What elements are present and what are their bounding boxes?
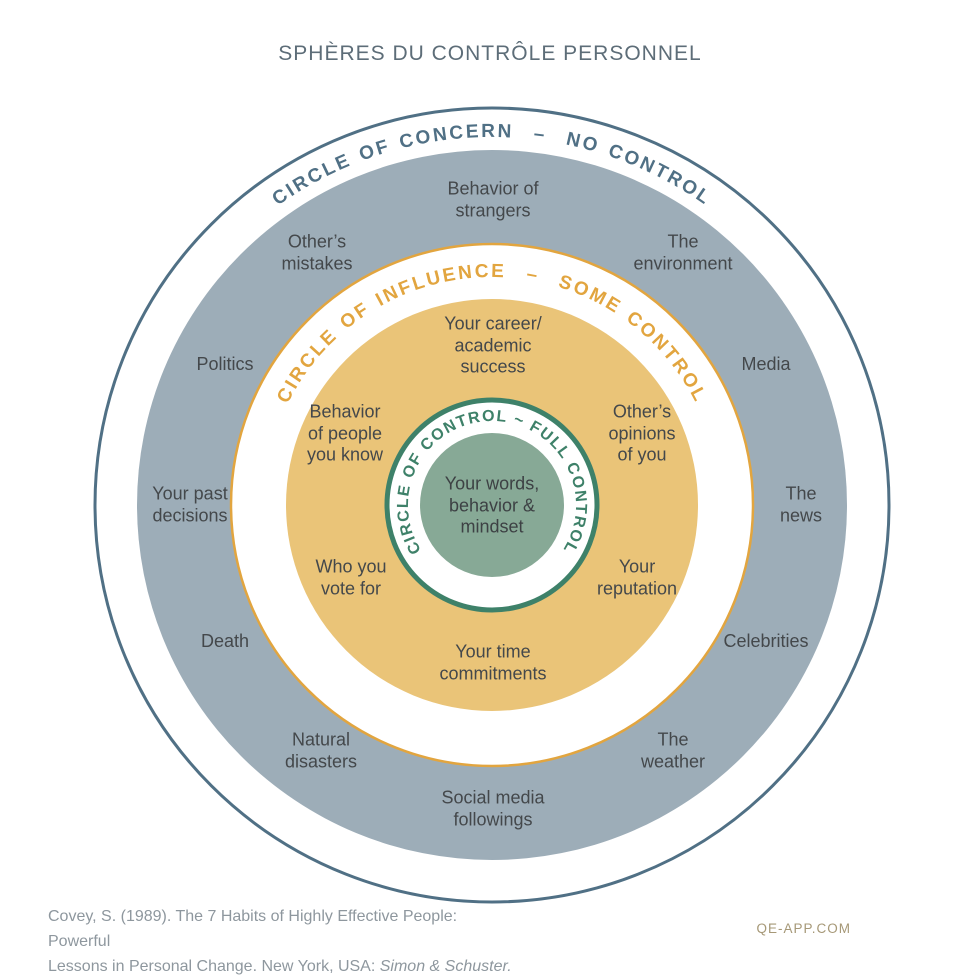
concern-item-your-past-decisions: Your past decisions	[152, 483, 228, 525]
concern-item-media: Media	[741, 354, 791, 375]
influence-item-others-opinions-of-you: Other’s opinions of you	[608, 401, 676, 465]
concern-item-social-media-followings: Social media followings	[441, 787, 545, 829]
concern-item-the-weather: The weather	[640, 729, 706, 771]
citation: Covey, S. (1989). The 7 Habits of Highly…	[48, 905, 518, 979]
influence-item-who-you-vote-for: Who you vote for	[315, 556, 387, 598]
concern-item-celebrities: Celebrities	[723, 631, 809, 652]
influence-item-your-time-commitments: Your time commitments	[439, 641, 547, 683]
control-center-label: Your words, behavior & mindset	[444, 473, 540, 537]
concern-item-others-mistakes: Other’s mistakes	[281, 231, 353, 273]
concern-item-behavior-of-strangers: Behavior of strangers	[447, 178, 539, 220]
citation-text: Covey, S. (1989). The 7 Habits of Highly…	[48, 908, 458, 975]
watermark: QE-APP.COM	[756, 921, 851, 936]
influence-item-behavior-of-people-you-know: Behavior of people you know	[306, 401, 384, 465]
concern-item-the-news: The news	[779, 483, 823, 525]
circle-of-control-fill	[420, 433, 564, 577]
influence-item-career-academic-success: Your career/ academic success	[444, 313, 542, 377]
concern-item-natural-disasters: Natural disasters	[284, 729, 358, 771]
concern-item-the-environment: The environment	[633, 231, 733, 273]
citation-publisher: Simon & Schuster.	[379, 957, 512, 975]
influence-item-your-reputation: Your reputation	[596, 556, 678, 598]
concern-item-politics: Politics	[196, 354, 254, 375]
page-title: SPHÈRES DU CONTRÔLE PERSONNEL	[278, 42, 702, 65]
concern-item-death: Death	[200, 631, 250, 652]
